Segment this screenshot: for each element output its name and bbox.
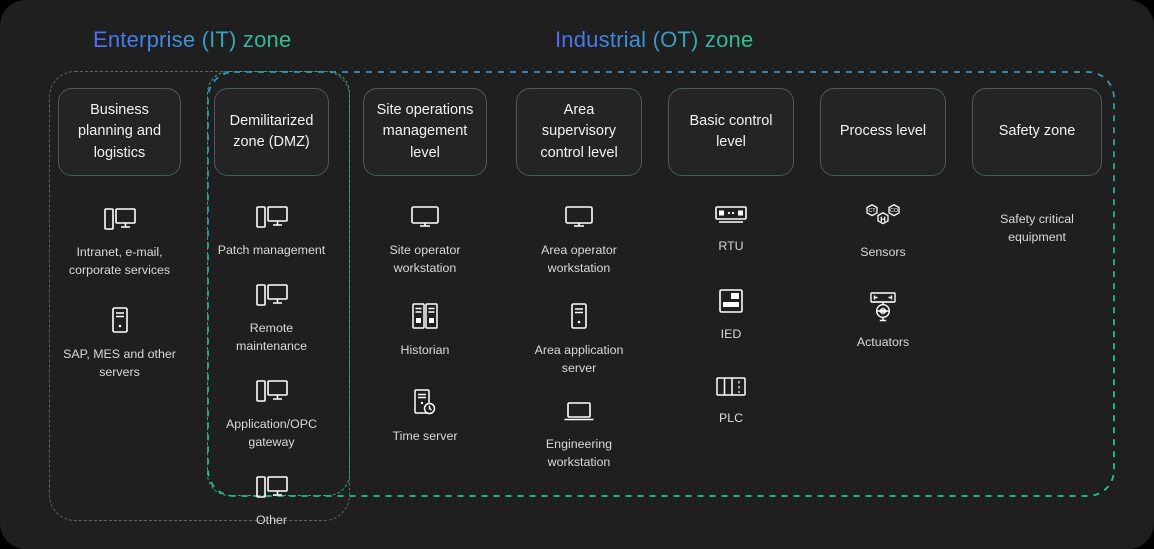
column-header-area-supervisory-control-level: Area supervisory control level xyxy=(516,88,642,176)
column-safety-zone: Safety zone Safety critical equipment xyxy=(972,88,1102,247)
desktop-tower-monitor-icon xyxy=(255,282,289,313)
list-item[interactable]: Patch management xyxy=(214,204,329,260)
list-item-label: RTU xyxy=(718,239,744,253)
column-process-level: Process level CT CO Sensors xyxy=(820,88,946,352)
column-basic-control-level: Basic control level RTU xyxy=(668,88,794,428)
list-item[interactable]: Intranet, e-mail, corporate services xyxy=(58,206,181,280)
server-tower-icon xyxy=(569,302,589,335)
list-item[interactable]: Safety critical equipment xyxy=(972,211,1102,247)
list-item-label: Intranet, e-mail, corporate services xyxy=(68,245,171,277)
desktop-tower-monitor-icon xyxy=(103,206,137,237)
column-header-demilitarized-zone-dmz: Demilitarized zone (DMZ) xyxy=(214,88,329,176)
list-item-label: Other xyxy=(256,512,287,527)
list-item[interactable]: Area application server xyxy=(516,302,642,378)
zone-title-industrial-ot: Industrial (OT) zone xyxy=(555,27,754,52)
list-item-label: Patch management xyxy=(217,243,326,257)
server-tower-icon xyxy=(110,306,130,339)
list-item-label: Site operator workstation xyxy=(389,243,461,275)
list-item-label: Area application server xyxy=(534,342,624,375)
list-item[interactable]: Engineering workstation xyxy=(516,400,642,472)
ied-device-icon xyxy=(718,288,744,319)
list-item-label: Sensors xyxy=(860,245,906,259)
server-clock-icon xyxy=(412,388,438,421)
list-item[interactable]: CT CO Sensors xyxy=(820,202,946,262)
list-item[interactable]: IED xyxy=(668,288,794,344)
sensors-hexagon-icon: CT CO xyxy=(861,202,905,237)
list-item-label: Historian xyxy=(400,342,450,357)
list-item-label: Time server xyxy=(392,428,458,443)
list-item-label: Actuators xyxy=(856,334,910,349)
list-item[interactable]: Remote maintenance xyxy=(214,282,329,356)
column-header-basic-control-level: Basic control level xyxy=(668,88,794,176)
desktop-tower-monitor-icon xyxy=(255,204,289,235)
list-item-label: Safety critical equipment xyxy=(1000,212,1074,244)
column-header-site-operations-management-level: Site operations management level xyxy=(363,88,487,176)
plc-modules-icon xyxy=(715,376,747,403)
column-site-operations-management-level: Site operations management level Site op… xyxy=(363,88,487,446)
list-item[interactable]: Application/OPC gateway xyxy=(214,378,329,452)
list-item-label: Area operator workstation xyxy=(541,243,617,275)
list-item-label: Application/OPC gateway xyxy=(226,416,317,449)
actuator-valve-icon xyxy=(866,290,900,327)
monitor-icon xyxy=(410,204,440,235)
column-area-supervisory-control-level: Area supervisory control level Area oper… xyxy=(516,88,642,472)
column-header-safety-zone: Safety zone xyxy=(972,88,1102,176)
list-item-label: Engineering workstation xyxy=(545,436,613,469)
list-item[interactable]: RTU xyxy=(668,204,794,256)
column-demilitarized-zone-dmz: Demilitarized zone (DMZ) Patch managemen… xyxy=(214,88,329,530)
list-item[interactable]: Other xyxy=(214,474,329,530)
desktop-tower-monitor-icon xyxy=(255,474,289,505)
rtu-device-icon xyxy=(714,204,748,231)
svg-text:CT: CT xyxy=(868,208,876,214)
desktop-tower-monitor-icon xyxy=(255,378,289,409)
server-rack-dual-icon xyxy=(411,302,439,335)
list-item[interactable]: Actuators xyxy=(820,290,946,352)
list-item[interactable]: Site operator workstation xyxy=(363,204,487,278)
list-item[interactable]: PLC xyxy=(668,376,794,428)
list-item[interactable]: Time server xyxy=(363,388,487,446)
list-item[interactable]: Area operator workstation xyxy=(516,204,642,278)
column-header-business-planning-and-logistics: Business planning and logistics xyxy=(58,88,181,176)
svg-text:CO: CO xyxy=(890,208,898,214)
list-item[interactable]: SAP, MES and other servers xyxy=(58,306,181,382)
laptop-icon xyxy=(563,400,595,429)
list-item-label: PLC xyxy=(718,410,744,425)
list-item-label: IED xyxy=(720,326,742,341)
list-item-label: SAP, MES and other servers xyxy=(63,346,176,379)
list-item-label: Remote maintenance xyxy=(236,320,307,353)
column-header-process-level: Process level xyxy=(820,88,946,176)
list-item[interactable]: Historian xyxy=(363,302,487,360)
zone-title-enterprise-it: Enterprise (IT) zone xyxy=(93,27,292,52)
monitor-icon xyxy=(564,204,594,235)
column-business-planning-and-logistics: Business planning and logistics Intranet… xyxy=(58,88,181,382)
